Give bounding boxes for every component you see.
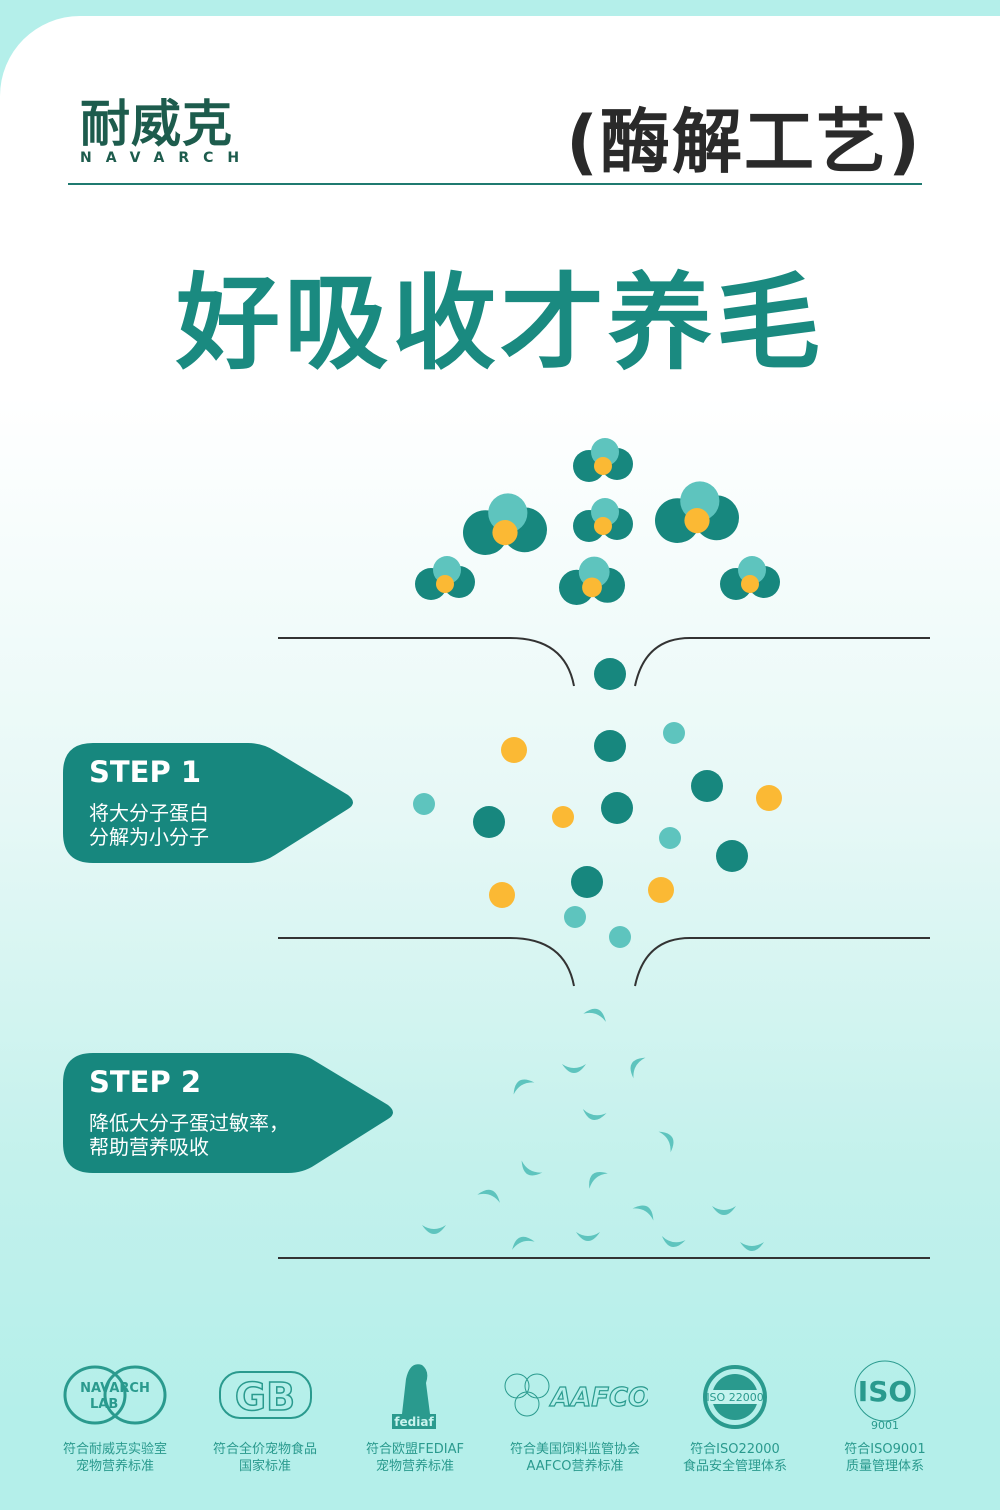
small-molecule [489, 882, 515, 908]
protein-molecule [594, 457, 612, 475]
step-1-badge: STEP 1 将大分子蛋白分解为小分子 [63, 743, 363, 865]
small-molecule [571, 866, 603, 898]
brand-name-en: NAVARCH [80, 150, 254, 166]
small-molecule [552, 806, 574, 828]
small-molecule [413, 793, 435, 815]
amino-fragment [661, 1235, 686, 1247]
amino-fragment [658, 1131, 674, 1153]
step-title: STEP 1 [89, 755, 202, 789]
amino-fragment [576, 1232, 600, 1241]
cert-gb: GB 符合全价宠物食品国家标准 [190, 1355, 340, 1475]
small-molecule [594, 730, 626, 762]
headline: 好吸收才养毛 [175, 262, 824, 384]
amino-fragment [630, 1057, 646, 1079]
iso9001-logo: ISO 9001 [810, 1355, 960, 1435]
small-molecule [501, 737, 527, 763]
gb-logo: GB [190, 1355, 340, 1435]
process-label: (酶解工艺) [566, 101, 922, 183]
amino-fragment [477, 1189, 500, 1203]
brand-name-cn: 耐威克 [80, 95, 233, 153]
small-molecule [609, 926, 631, 948]
small-molecule [564, 906, 586, 928]
svg-text:ISO: ISO [858, 1375, 912, 1408]
filter-line [634, 937, 930, 987]
header-divider [68, 183, 922, 185]
small-molecule [473, 806, 505, 838]
iso22000-logo: ISO 22000 [660, 1355, 810, 1435]
step-title: STEP 2 [89, 1065, 202, 1099]
svg-text:NAVARCH: NAVARCH [80, 1381, 150, 1396]
protein-molecule [436, 575, 454, 593]
amino-fragment [582, 1108, 607, 1120]
small-molecule [594, 658, 626, 690]
fediaf-logo: fediaf [340, 1355, 490, 1435]
filter-line [278, 637, 575, 687]
brand-logo: 耐威克 NAVARCH [80, 96, 253, 166]
filter-line [278, 937, 575, 987]
step-2-badge: STEP 2 降低大分子蛋过敏率，帮助营养吸收 [63, 1053, 403, 1175]
small-molecule [601, 792, 633, 824]
protein-molecule [741, 575, 759, 593]
amino-fragment [583, 1008, 606, 1022]
amino-fragment [740, 1242, 764, 1251]
step-description: 将大分子蛋白分解为小分子 [89, 801, 209, 849]
small-molecule [716, 840, 748, 872]
small-molecule [756, 785, 782, 811]
small-molecule [691, 770, 723, 802]
protein-molecule [594, 517, 612, 535]
filter-line [634, 637, 930, 687]
amino-fragment [712, 1206, 736, 1215]
aafco-logo: AAFCO [490, 1355, 660, 1435]
small-molecule [663, 722, 685, 744]
step-description: 降低大分子蛋过敏率，帮助营养吸收 [89, 1111, 289, 1159]
protein-molecule [582, 577, 602, 598]
amino-fragment [521, 1160, 543, 1176]
svg-text:AAFCO: AAFCO [549, 1383, 648, 1413]
protein-molecule [684, 507, 710, 534]
small-molecule [659, 827, 681, 849]
amino-fragment [422, 1225, 446, 1234]
svg-text:ISO 22000: ISO 22000 [706, 1391, 763, 1404]
amino-fragment [562, 1064, 586, 1073]
amino-fragment [632, 1205, 654, 1221]
svg-text:fediaf: fediaf [394, 1415, 434, 1429]
amino-fragment [512, 1236, 535, 1250]
svg-text:LAB: LAB [90, 1397, 118, 1412]
amino-fragment [589, 1172, 608, 1189]
small-molecule [648, 877, 674, 903]
svg-text:9001: 9001 [871, 1419, 899, 1432]
svg-text:GB: GB [234, 1375, 294, 1419]
protein-molecule [492, 520, 518, 546]
amino-fragment [513, 1079, 535, 1095]
